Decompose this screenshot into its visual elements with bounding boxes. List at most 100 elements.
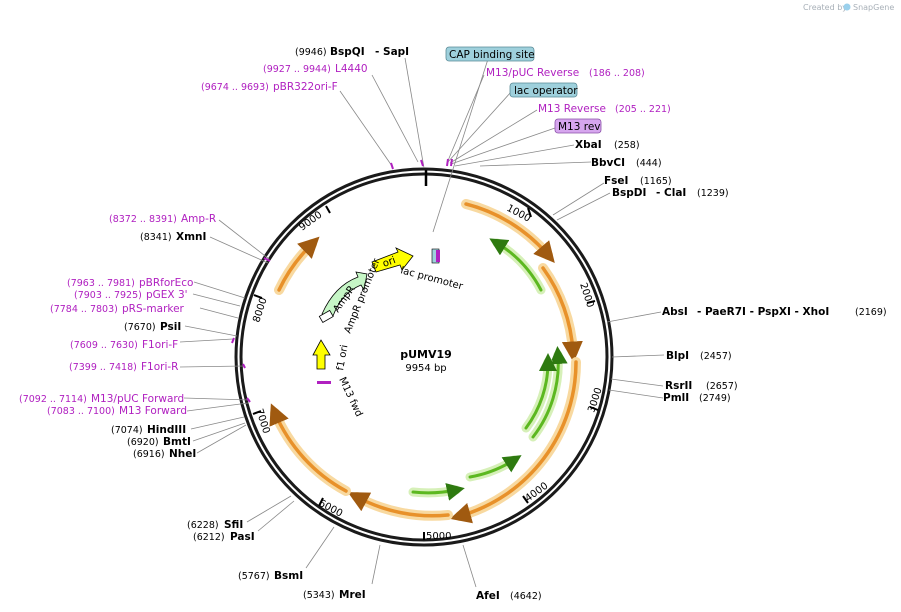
leader-ampr-primer [218, 219, 270, 260]
enzyme-mrei-pos: (5343) [303, 590, 335, 601]
leader-m13puc-forward [183, 397, 251, 401]
feature-f1ori-r[interactable]: F1ori-R [141, 361, 178, 373]
feature-prs-marker-pos: (7784 .. 7803) [50, 304, 118, 315]
primer-m13pucrev-mark [450, 158, 453, 167]
ampr-promoter-box [318, 309, 334, 324]
feature-prs-marker[interactable]: pRS-marker [122, 303, 185, 315]
leader-lac-operator [446, 91, 512, 164]
tick-9000 [325, 205, 331, 214]
enzyme-hindiii-pos: (7074) [111, 425, 143, 436]
cap-binding-site-box[interactable] [445, 46, 535, 62]
enzyme-xbai[interactable]: XbaI [575, 139, 602, 151]
feature-ampr-primer-pos: (8372 .. 8391) [109, 214, 177, 225]
leader-pasi [257, 500, 295, 532]
snapgene-logo-icon [843, 3, 851, 11]
plasmid-name: pUMV19 [400, 348, 452, 361]
m13-fwd-box [317, 381, 331, 384]
enzyme-sfii-pos: (6228) [187, 520, 219, 531]
leader-nhei [196, 424, 247, 454]
feature-pbr322ori-pos: (9674 .. 9693) [201, 82, 269, 93]
enzyme-pasi[interactable]: PasI [230, 531, 255, 543]
feature-m13puc-reverse[interactable]: M13/pUC Reverse [486, 67, 579, 79]
tick-1000 [527, 207, 532, 218]
feature-l4440-pos: (9927 .. 9944) [263, 64, 331, 75]
enzyme-nhei[interactable]: NheI [169, 448, 196, 460]
leader-f1ori-r [179, 365, 245, 368]
leader-pbr322ori [339, 90, 393, 167]
tick-label-8000: 8000 [251, 296, 269, 324]
ampr-promoter-arrow [321, 271, 368, 317]
enzyme-psii-pos: (7670) [124, 322, 156, 333]
enzyme-fsei-pos: (1165) [640, 176, 672, 187]
enzyme-sfii[interactable]: SfiI [224, 519, 243, 531]
enzyme-bspdi[interactable]: BspDI [612, 187, 646, 199]
tick-8000 [253, 294, 263, 299]
leader-bspqi [404, 57, 425, 169]
feature-m13-reverse-pos: (205 .. 221) [615, 104, 671, 115]
m13-rev-label: M13 rev [558, 121, 601, 133]
enzyme-absi[interactable]: AbsI [662, 306, 688, 318]
enzyme-clai[interactable]: - ClaI [656, 187, 686, 199]
enzyme-blpi[interactable]: BlpI [666, 350, 689, 362]
enzyme-rsrii[interactable]: RsrII [665, 380, 692, 392]
leader-m13-rev [450, 127, 556, 165]
enzyme-mrei[interactable]: MreI [339, 589, 366, 601]
feature-pbrforeco[interactable]: pBRforEco [139, 277, 193, 289]
enzyme-fsei[interactable]: FseI [604, 175, 628, 187]
enzyme-bspqi-pos: (9946) [295, 47, 327, 58]
feature-ampr-primer[interactable]: Amp-R [181, 213, 216, 225]
enzyme-xmni-pos: (8341) [140, 232, 172, 243]
plasmid-size: 9954 bp [405, 363, 446, 374]
enzyme-afei-pos: (4642) [510, 591, 542, 602]
orf-arc-3 [449, 357, 582, 524]
leader-m13puc-reverse [446, 74, 485, 164]
primer-ampr-mark [263, 257, 271, 262]
leader-bspdi [556, 192, 611, 221]
enzyme-psii[interactable]: PsiI [160, 321, 181, 333]
enzyme-pmli[interactable]: PmlI [663, 392, 689, 404]
feature-m13puc-forward[interactable]: M13/pUC Forward [91, 393, 184, 405]
leader-mrei [371, 544, 381, 585]
leader-bbvci [479, 161, 592, 167]
m13-rev-label-box[interactable] [554, 118, 602, 134]
feature-m13-forward[interactable]: M13 Forward [119, 405, 187, 417]
feature-pgex3[interactable]: pGEX 3' [146, 289, 188, 301]
enzyme-bspqi[interactable]: BspQI [330, 46, 365, 58]
green-arc-5 [408, 483, 465, 501]
tick-label-5000: 5000 [426, 531, 451, 542]
enzyme-afei[interactable]: AfeI [476, 590, 500, 602]
enzyme-hindiii[interactable]: HindIII [147, 424, 186, 436]
enzyme-absi-isoschizomers[interactable]: - PaeR7I - PspXI - XhoI [697, 306, 829, 318]
leader-f1ori-f [179, 338, 234, 343]
enzyme-xbai-pos: (258) [614, 140, 640, 151]
enzyme-bmti[interactable]: BmtI [163, 436, 191, 448]
enzyme-xmni[interactable]: XmnI [176, 231, 206, 243]
green-arc-2 [528, 346, 568, 442]
feature-m13puc-forward-pos: (7092 .. 7114) [19, 394, 87, 405]
feature-pbr322ori[interactable]: pBR322ori-F [273, 81, 338, 93]
leader-fsei [552, 182, 605, 216]
feature-f1ori-f[interactable]: F1ori-F [142, 339, 178, 351]
feature-l4440[interactable]: L4440 [335, 63, 368, 75]
enzyme-bmti-pos: (6920) [127, 437, 159, 448]
primer-m13fwd-mark [246, 397, 251, 403]
leader-blpi [611, 354, 665, 358]
f1-ori-label: f1 ori [335, 344, 350, 372]
lac-operator-label-box[interactable] [509, 82, 578, 98]
enzyme-sapi[interactable]: - SapI [375, 46, 409, 58]
feature-m13-reverse[interactable]: M13 Reverse [538, 103, 606, 115]
credit-brand: SnapGene [853, 3, 894, 12]
f1-ori-arrow [312, 339, 331, 370]
primer-f1orif-mark [231, 337, 235, 344]
ori-arrow [371, 247, 414, 273]
tick-4000 [522, 495, 529, 504]
orf-arc-5 [269, 403, 351, 496]
enzyme-bspdi-pos: (1239) [697, 188, 729, 199]
enzyme-bsmi[interactable]: BsmI [274, 570, 303, 582]
leader-xbai [454, 144, 575, 167]
leader-pgex3 [192, 293, 241, 307]
enzyme-bbvci[interactable]: BbvCI [591, 157, 625, 169]
tick-2000 [586, 300, 596, 304]
feature-f1ori-r-pos: (7399 .. 7418) [69, 362, 137, 373]
